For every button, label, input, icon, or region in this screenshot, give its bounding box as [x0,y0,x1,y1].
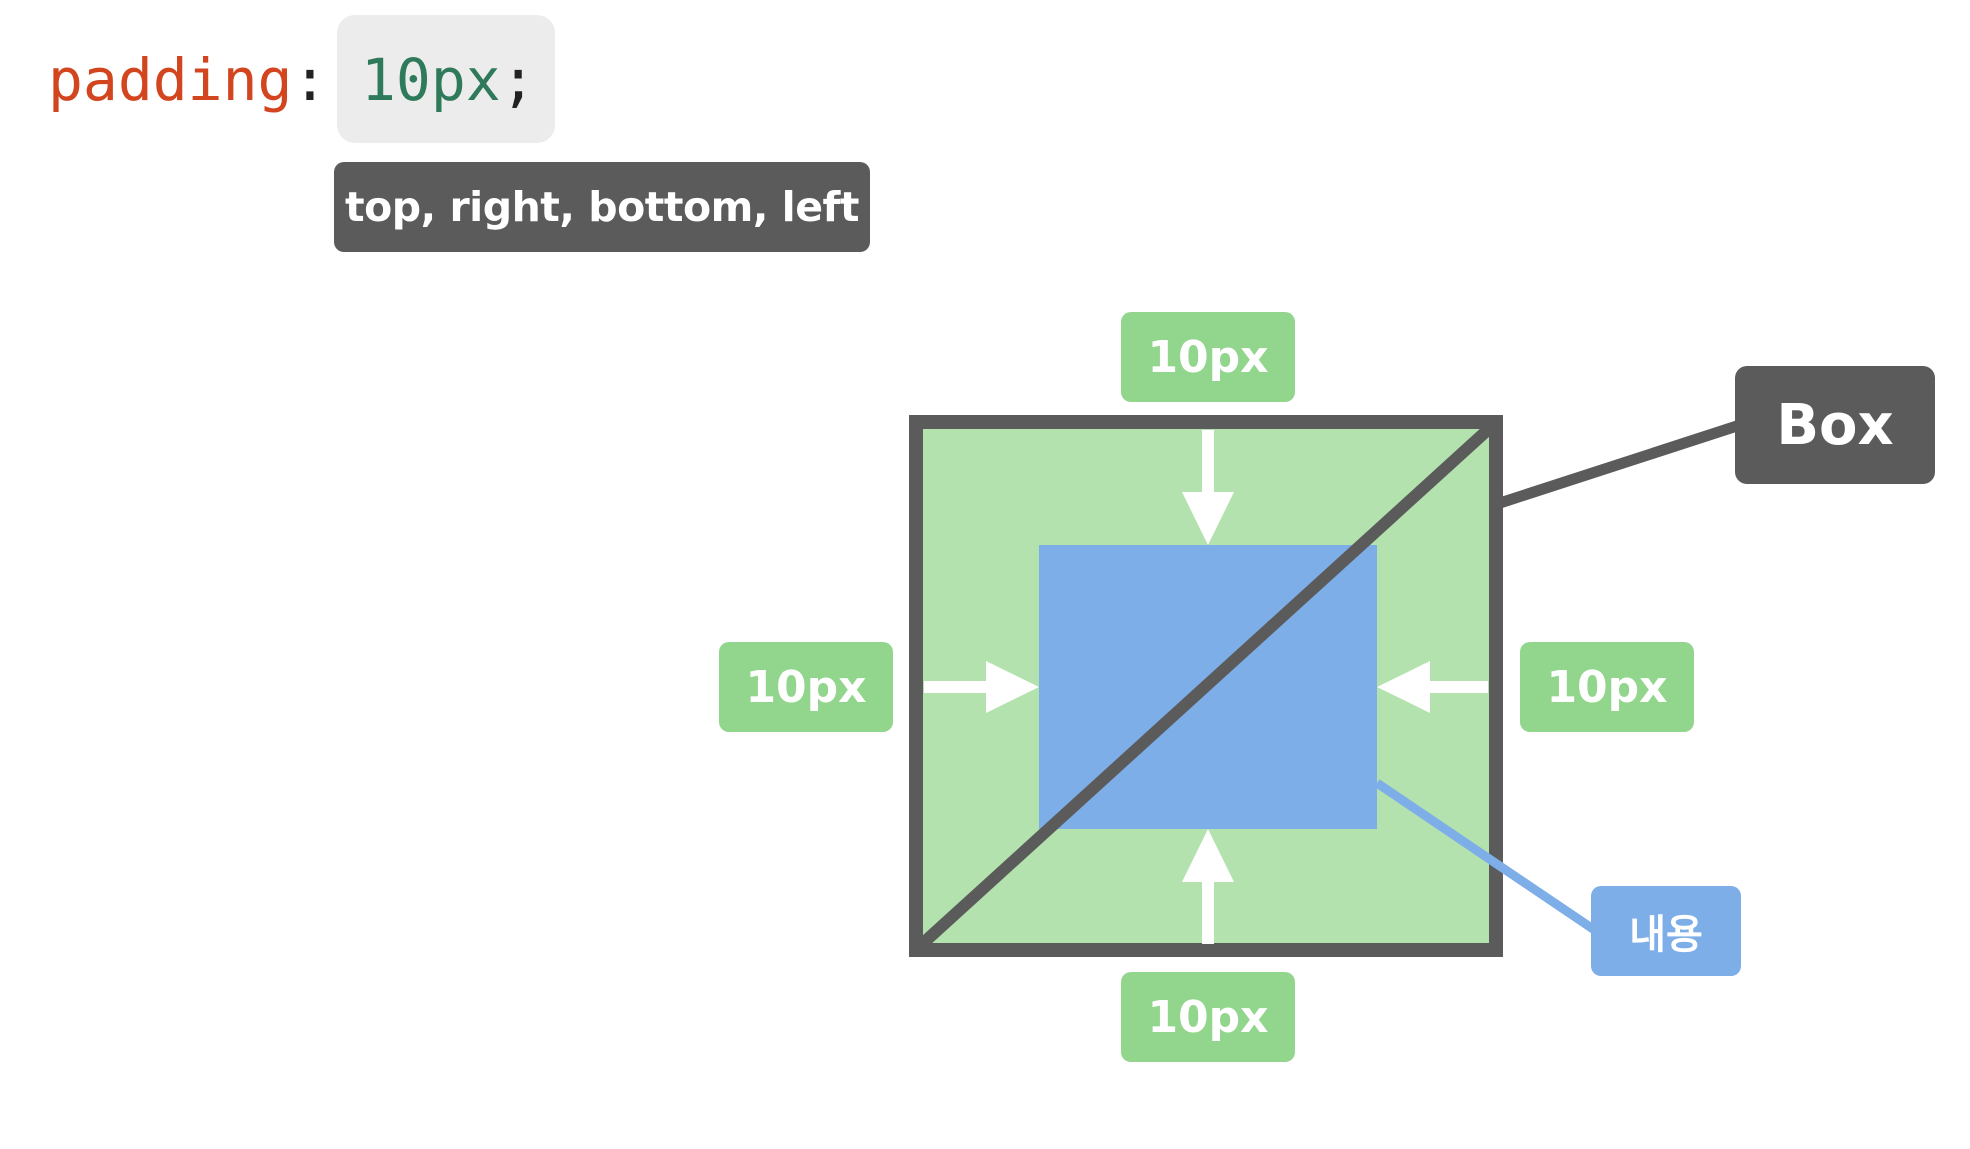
box-leader-line [1498,419,1742,509]
box-label: Box [1735,366,1935,484]
padding-bottom-label: 10px [1121,972,1295,1062]
box-diagonal-line [915,421,1497,951]
arrow-bottom [1182,829,1234,944]
css-value-line: 10px; [361,44,536,116]
content-leader-line [1374,779,1599,935]
css-semicolon: ; [500,46,536,114]
css-colon: : [292,46,328,114]
value-tooltip: top, right, bottom, left [334,162,870,252]
css-property: padding [48,46,293,114]
arrow-left [924,661,1039,713]
css-value-highlight [337,15,555,143]
arrow-right [1377,661,1488,713]
css-code-line: padding: [48,44,347,116]
box-border [909,415,1503,957]
padding-right-label: 10px [1520,642,1694,732]
arrow-top [1182,430,1234,545]
padding-top-label: 10px [1121,312,1295,402]
padding-left-label: 10px [719,642,893,732]
css-value: 10px [361,46,501,114]
content-label: 내용 [1591,886,1741,976]
